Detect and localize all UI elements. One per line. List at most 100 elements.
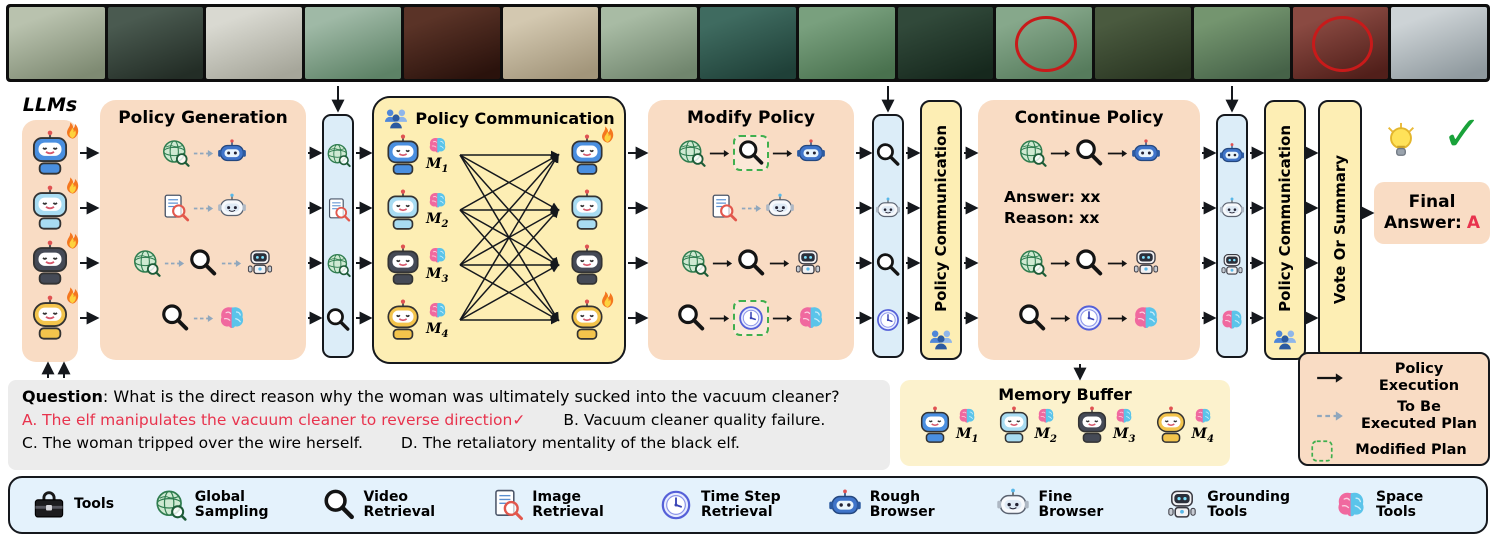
communication-agent-left: M1 (382, 134, 448, 176)
continue-policy-title: Continue Policy (1014, 108, 1164, 128)
arrow-icon (709, 312, 730, 325)
plan-row (656, 191, 846, 225)
video-frame (305, 7, 401, 79)
arrow-icon (1107, 147, 1128, 160)
tool-label: Grounding Tools (1207, 488, 1290, 520)
video-frame (9, 7, 105, 79)
tool-legend-item: Image Retrieval (490, 488, 620, 522)
robot-ground-icon (1131, 248, 1161, 278)
legend-item: Policy Execution (1309, 361, 1479, 394)
video-frame-highlighted (1292, 7, 1389, 79)
question-box: Question: What is the direct reason why … (8, 380, 890, 470)
tool-legend-item: Fine Browser (996, 488, 1126, 522)
arrow-icon (1050, 257, 1071, 270)
agent-label: M3 (1113, 426, 1136, 445)
communication-arrows (459, 150, 560, 325)
question-text: What is the direct reason why the woman … (113, 387, 840, 406)
option-check-icon: ✓ (512, 411, 526, 429)
robot-fine-icon (996, 488, 1030, 522)
tool-strip-3 (1216, 114, 1248, 358)
tool-label: Video Retrieval (363, 488, 436, 520)
arrow-icon (1107, 257, 1128, 270)
legend-item: Modified Plan (1309, 438, 1479, 464)
robot-rough-icon (828, 488, 862, 522)
arrow-dashed-icon (193, 202, 214, 215)
llms-label: LLMs (22, 94, 78, 116)
tool-legend-item: Time Step Retrieval (659, 488, 789, 522)
fire-icon (598, 290, 617, 309)
llm-agent (27, 122, 79, 176)
agent-dark-icon (382, 244, 424, 286)
robot-rough-icon (217, 138, 247, 168)
arrow-icon (1309, 371, 1351, 385)
video-frame (1193, 7, 1290, 79)
plan-row (108, 191, 298, 225)
policy-communication-title-text: Policy Communication (415, 108, 615, 128)
agent-sky-icon (566, 189, 608, 231)
tool-strip-1 (322, 114, 354, 358)
brain-icon (1114, 406, 1134, 426)
llm-agent (27, 232, 79, 286)
magnifier-icon (676, 303, 706, 333)
video-frame (1391, 7, 1488, 79)
vote-or-summary-box: Vote Or Summary (1318, 100, 1362, 360)
tool-label: Image Retrieval (532, 488, 604, 520)
policy-communication-vertical-2: Policy Communication (1264, 100, 1306, 360)
arrow-dashed-icon (193, 147, 214, 160)
communication-agent-right (566, 291, 614, 341)
globe-icon (160, 138, 190, 168)
brain-icon (427, 135, 448, 156)
communication-agent-left: M2 (382, 189, 448, 231)
policy-communication-vertical-1: Policy Communication (920, 100, 962, 360)
clock-icon (733, 300, 769, 336)
policy-generation-rows (106, 100, 300, 360)
magnifier-icon (325, 307, 351, 333)
robot-fine-icon (1219, 197, 1245, 223)
brain-icon (1036, 406, 1056, 426)
legend-label: Policy Execution (1378, 361, 1460, 394)
clock-icon (1074, 303, 1104, 333)
globe-icon (153, 488, 187, 522)
agent-memory: M1 (956, 406, 978, 445)
agent-dark-icon (27, 240, 73, 286)
final-answer-label: Answer: (1384, 213, 1462, 233)
tool-label: Rough Browser (869, 488, 935, 520)
magnifier-icon (875, 142, 901, 168)
video-frame (1095, 7, 1191, 79)
legend-label: Modified Plan (1355, 442, 1467, 459)
answer-option: A. The elf manipulates the vacuum cleane… (22, 411, 526, 429)
agent-label: M4 (426, 321, 449, 340)
people-icon (1272, 326, 1298, 352)
video-frame (206, 7, 303, 79)
robot-fine-icon (765, 193, 795, 223)
tool-legend-item: Video Retrieval (322, 488, 452, 522)
brain-icon (1219, 307, 1245, 333)
agent-blue-icon (566, 134, 608, 176)
arrow-icon (772, 147, 793, 160)
fire-icon (598, 125, 617, 144)
options-row: C. The woman tripped over the wire herse… (22, 434, 876, 452)
magnifier-icon (1074, 138, 1104, 168)
answer-option: D. The retaliatory mentality of the blac… (400, 434, 740, 452)
arrow-dashed-icon (221, 257, 242, 270)
robot-rough-icon (1131, 138, 1161, 168)
tool-label: Fine Browser (1038, 488, 1104, 520)
correct-check-icon: ✓ (1442, 106, 1483, 162)
fire-icon (63, 231, 82, 250)
options-row: A. The elf manipulates the vacuum cleane… (22, 411, 876, 429)
doc-magnifier-icon (708, 193, 738, 223)
arrow-icon (772, 312, 793, 325)
plan-row (656, 246, 846, 280)
agent-yellow-icon (1152, 406, 1190, 444)
robot-fine-icon (217, 193, 247, 223)
robot-rough-icon (796, 138, 826, 168)
tool-legend-item: Space Tools (1334, 488, 1464, 522)
agent-sky-icon (382, 189, 424, 231)
robot-ground-icon (245, 248, 275, 278)
globe-icon (131, 248, 161, 278)
